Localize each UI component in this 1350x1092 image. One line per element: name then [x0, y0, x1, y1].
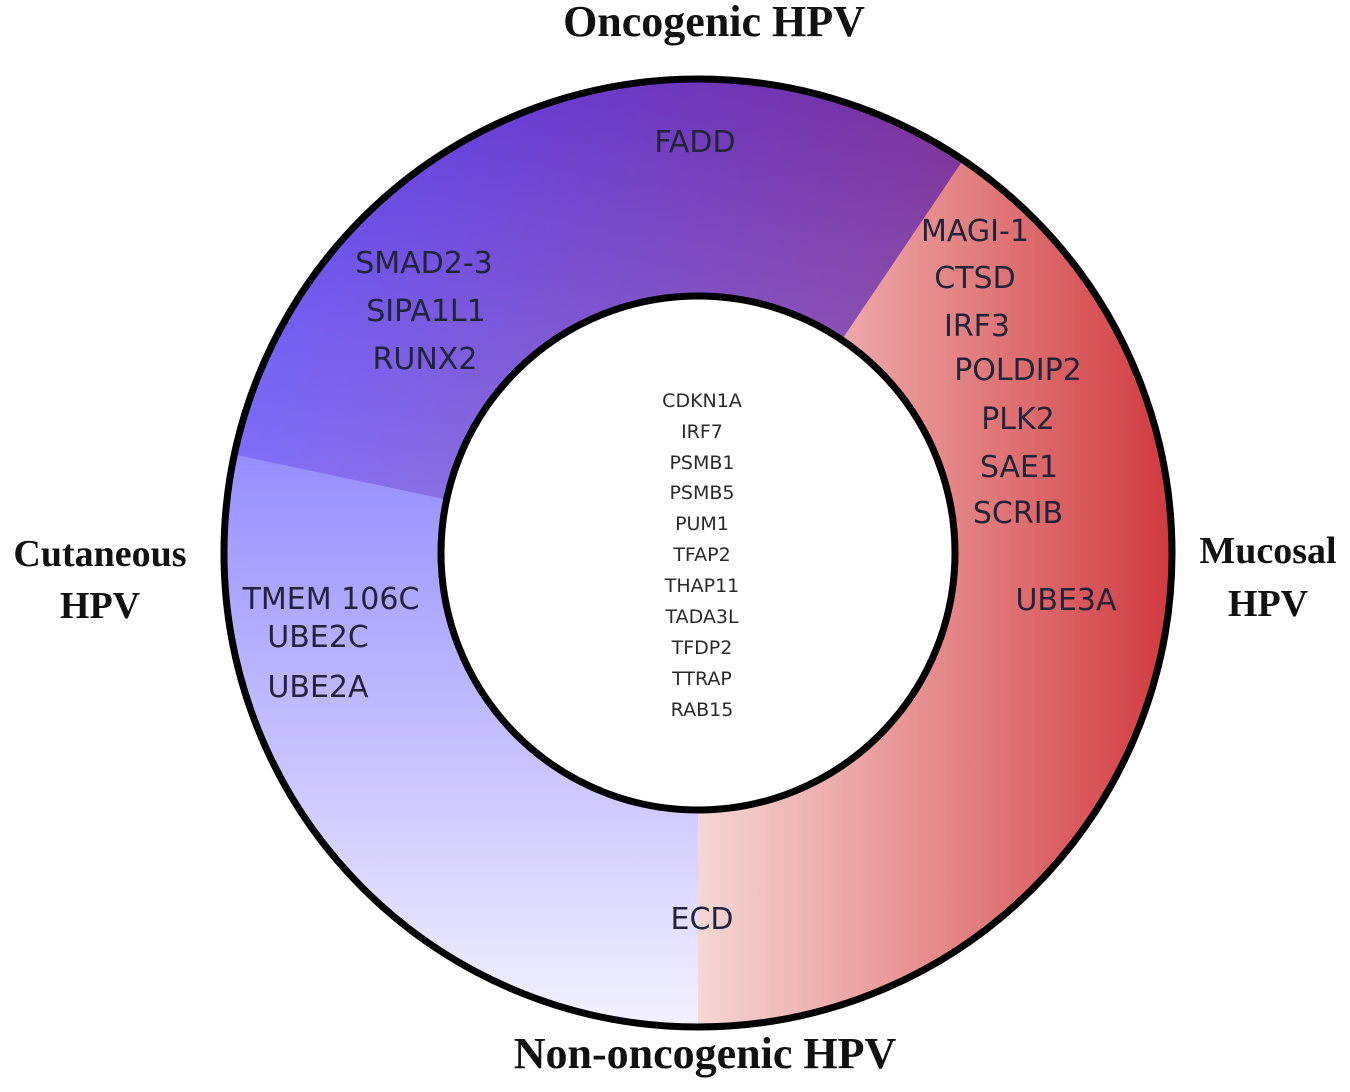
- core-gene-label: CDKN1A: [662, 390, 742, 412]
- core-gene-label: TFDP2: [671, 637, 733, 659]
- core-gene-label: PSMB1: [669, 452, 734, 474]
- outer-ring-outline: [220, 75, 1176, 1031]
- gene-label: IRF3: [944, 309, 1010, 344]
- left-label-line1: Cutaneous: [13, 533, 186, 575]
- right-label-line1: Mucosal: [1199, 530, 1336, 572]
- inner-core-circle: [437, 292, 959, 814]
- gene-label: UBE3A: [1015, 583, 1117, 618]
- core-gene-label: PUM1: [675, 513, 729, 535]
- gene-label: ECD: [670, 902, 733, 937]
- core-gene-label: TADA3L: [664, 606, 739, 628]
- gene-label: TMEM 106C: [242, 582, 420, 617]
- core-gene-label: TFAP2: [672, 544, 730, 566]
- core-gene-label: RAB15: [671, 699, 734, 721]
- top-label: Oncogenic HPV: [563, 0, 865, 46]
- left-label-line2: HPV: [60, 585, 141, 627]
- gene-label: CTSD: [934, 261, 1015, 296]
- gene-label: PLK2: [981, 402, 1055, 437]
- core-gene-label: PSMB5: [669, 482, 734, 504]
- gene-label: POLDIP2: [954, 353, 1082, 388]
- gene-label: UBE2C: [267, 620, 369, 655]
- gene-label: MAGI-1: [921, 214, 1029, 249]
- gene-label: FADD: [654, 125, 735, 160]
- oncogenic-segment-shade: [234, 79, 964, 500]
- core-gene-list: CDKN1A IRF7 PSMB1 PSMB5 PUM1 TFAP2 THAP1…: [662, 390, 742, 721]
- gene-label: UBE2A: [267, 670, 369, 705]
- core-gene-label: IRF7: [681, 421, 723, 443]
- gene-label: SMAD2-3: [355, 246, 493, 281]
- core-gene-label: THAP11: [664, 575, 740, 597]
- core-gene-label: TTRAP: [671, 668, 732, 690]
- gene-label: SIPA1L1: [366, 294, 485, 329]
- gene-label: RUNX2: [373, 342, 478, 377]
- gene-label: SAE1: [980, 450, 1058, 485]
- gene-label: SCRIB: [973, 496, 1063, 531]
- right-label-line2: HPV: [1228, 583, 1309, 625]
- bottom-label: Non-oncogenic HPV: [514, 1029, 897, 1078]
